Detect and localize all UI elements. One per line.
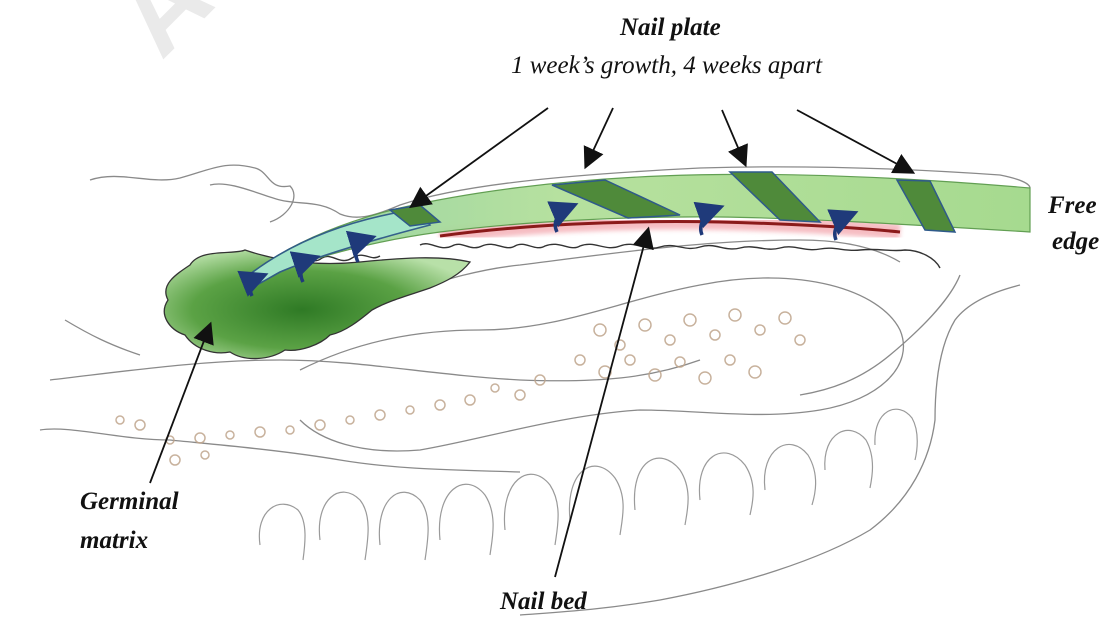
nail-bed-label: Nail bed — [500, 588, 587, 616]
free-edge-label-line2: edge — [1052, 228, 1099, 256]
growth-note-label: 1 week’s growth, 4 weeks apart — [511, 52, 822, 80]
germinal-matrix — [164, 250, 470, 359]
germinal-matrix-label-line1: Germinal — [80, 488, 179, 516]
arrow-to-band-3 — [722, 110, 745, 164]
arrow-to-band-4 — [797, 110, 912, 172]
nail-plate-label: Nail plate — [620, 14, 721, 42]
free-edge-label-line1: Free — [1048, 192, 1097, 220]
arrow-to-nail-bed — [555, 230, 648, 577]
arrow-to-band-2 — [586, 108, 613, 166]
pulp-ridges — [259, 409, 917, 560]
germinal-matrix-label-line2: matrix — [80, 527, 148, 555]
